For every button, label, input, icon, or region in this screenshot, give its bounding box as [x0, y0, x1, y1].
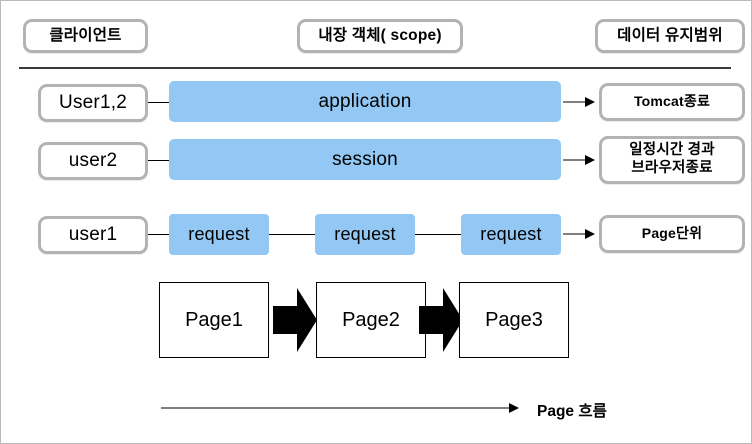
- connector-user2-to-session: [146, 160, 172, 161]
- scope-bar-application-label: application: [318, 90, 412, 112]
- header-client-label: 클라이언트: [49, 27, 122, 45]
- connector-user1-to-request1: [146, 234, 172, 235]
- scope-bar-request-3-label: request: [480, 224, 542, 244]
- scope-bar-application: application: [169, 81, 561, 122]
- page-flow-label: Page 흐름: [537, 403, 607, 420]
- header-scope: 내장 객체( scope): [297, 19, 463, 53]
- arrow-head: [585, 229, 595, 239]
- scope-bar-request-2-label: request: [334, 224, 396, 244]
- actor-user1-2-label: User1,2: [59, 92, 127, 114]
- actor-user1-2: User1,2: [38, 84, 148, 122]
- header-client: 클라이언트: [23, 19, 148, 53]
- lifetime-tomcat-shutdown: Tomcat종료: [599, 83, 745, 121]
- scope-bar-session-label: session: [332, 148, 398, 170]
- page-box-1-label: Page1: [185, 308, 243, 331]
- actor-user1: user1: [38, 216, 148, 254]
- scope-bar-request-1: request: [169, 214, 269, 255]
- page-box-3-label: Page3: [485, 308, 543, 331]
- arrow-page-flow: [161, 401, 519, 415]
- scope-bar-request-3: request: [461, 214, 561, 255]
- block-arrow-page2-to-page3: [419, 286, 463, 354]
- actor-user2: user2: [38, 142, 148, 180]
- connector-user12-to-application: [146, 102, 172, 103]
- header-scope-label: 내장 객체( scope): [318, 27, 442, 45]
- arrow-request-to-page-unit: [563, 227, 595, 241]
- lifetime-page-unit: Page단위: [599, 215, 745, 253]
- lifetime-page-unit-label: Page단위: [641, 225, 703, 242]
- page-box-2-label: Page2: [342, 308, 400, 331]
- arrow-shaft: [563, 159, 587, 161]
- header-lifetime-label: 데이터 유지범위: [617, 27, 723, 45]
- lifetime-session-expiry-line1: 일정시간 경과: [629, 142, 715, 159]
- arrow-head: [585, 155, 595, 165]
- actor-user2-label: user2: [68, 150, 118, 172]
- arrow-shaft: [563, 233, 587, 235]
- header-divider: [19, 67, 731, 69]
- scope-bar-request-1-label: request: [188, 224, 250, 244]
- scope-bar-request-2: request: [315, 214, 415, 255]
- scope-bar-session: session: [169, 139, 561, 180]
- arrow-shaft: [161, 407, 511, 409]
- header-lifetime: 데이터 유지범위: [595, 19, 745, 53]
- connector-request1-to-request2: [269, 234, 315, 235]
- arrow-session-to-timeout: [563, 153, 595, 167]
- page-box-1: Page1: [159, 282, 269, 358]
- block-arrow-page1-to-page2: [273, 286, 317, 354]
- actor-user1-label: user1: [68, 224, 118, 246]
- arrow-head: [509, 403, 519, 413]
- lifetime-tomcat-shutdown-label: Tomcat종료: [633, 93, 711, 110]
- arrow-shaft: [563, 101, 587, 103]
- page-box-3: Page3: [459, 282, 569, 358]
- page-box-2: Page2: [316, 282, 426, 358]
- arrow-application-to-tomcat: [563, 95, 595, 109]
- lifetime-session-expiry: 일정시간 경과 브라우저종료: [599, 136, 745, 184]
- arrow-head: [585, 97, 595, 107]
- lifetime-session-expiry-line2: 브라우저종료: [631, 160, 713, 176]
- connector-request2-to-request3: [415, 234, 461, 235]
